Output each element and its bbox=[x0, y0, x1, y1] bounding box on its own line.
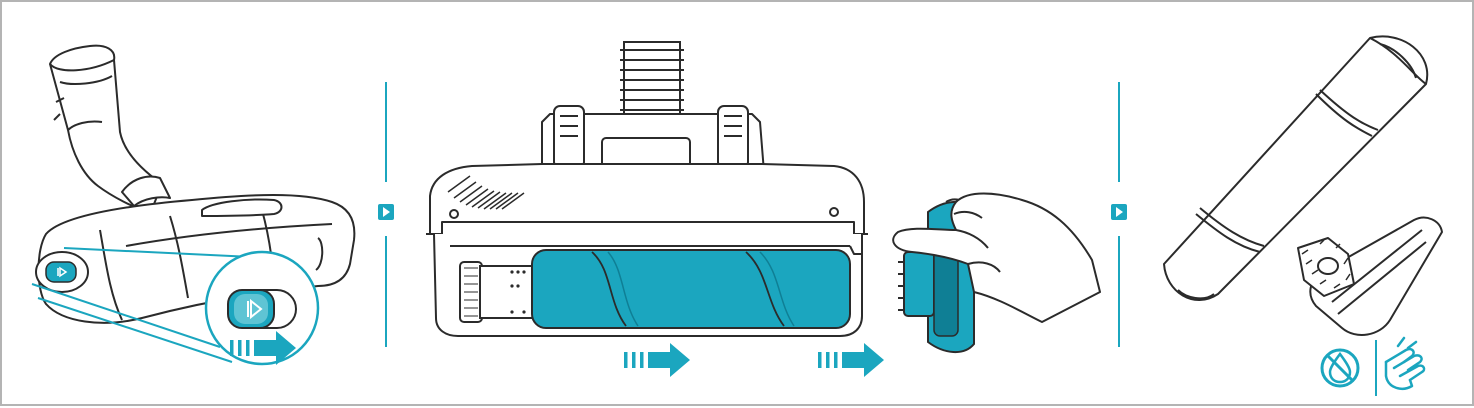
slide-right-arrow-3 bbox=[818, 343, 884, 377]
end-cap-separated bbox=[1298, 218, 1442, 335]
panel-step-2 bbox=[426, 42, 1100, 377]
hand-wipe-icon bbox=[1386, 338, 1424, 389]
release-button-small bbox=[36, 252, 88, 292]
no-water-icon bbox=[1322, 350, 1358, 386]
step-separator-1 bbox=[378, 82, 394, 347]
vacuum-neck bbox=[50, 46, 170, 214]
panel-step-3 bbox=[1164, 36, 1442, 396]
panel-step-1 bbox=[32, 46, 354, 365]
step-separator-2 bbox=[1111, 82, 1127, 347]
slide-right-arrow-2 bbox=[624, 343, 690, 377]
